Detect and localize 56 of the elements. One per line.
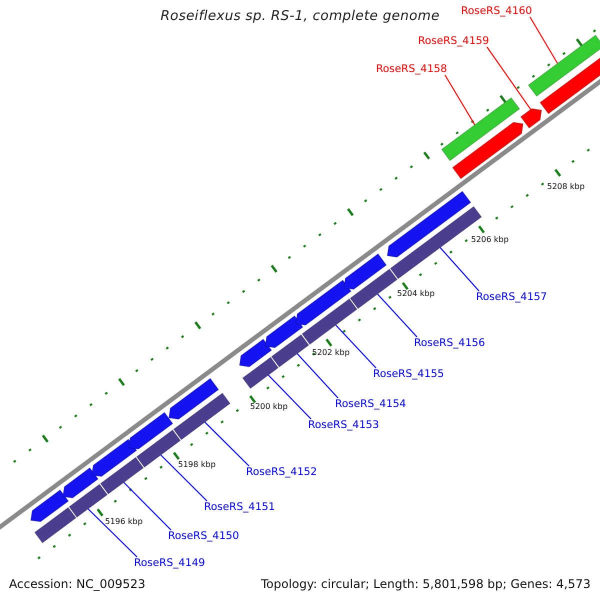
gene-block	[30, 489, 69, 522]
genome-info-text: Topology: circular; Length: 5,801,598 bp; Genes: 4,573	[261, 578, 591, 592]
gene-block	[62, 467, 99, 498]
gene-block	[128, 412, 174, 450]
leader-line	[296, 353, 338, 398]
gene-bar	[350, 268, 398, 310]
gene-label: RoseRS_4152	[246, 466, 318, 478]
accession-text: Accession: NC_009523	[9, 578, 146, 592]
gene-label: RoseRS_4151	[204, 501, 276, 514]
gene-bar	[68, 484, 108, 518]
scale-label: 5208 kbp	[547, 182, 585, 192]
gene-label: RoseRS_4160	[461, 5, 532, 18]
gene-label: RoseRS_4150	[168, 530, 240, 542]
leader-line	[444, 74, 476, 126]
gene-bar	[528, 34, 600, 97]
gene-label: RoseRS_4156	[414, 337, 486, 350]
gene-bar	[34, 507, 76, 544]
diagram-title: Roseiflexus sp. RS-1, complete genome	[160, 9, 440, 25]
leader-line	[530, 16, 558, 64]
leader-line	[268, 374, 312, 420]
gene-bar	[302, 298, 358, 345]
gene-label: RoseRS_4155	[373, 368, 444, 380]
leader-line	[160, 454, 208, 502]
leader-line	[204, 422, 250, 466]
leader-line	[123, 482, 172, 530]
gene-block	[452, 122, 524, 180]
leader-line	[440, 247, 480, 292]
leader-line	[335, 324, 376, 368]
gene-bar	[271, 334, 310, 368]
gene-block	[386, 190, 472, 258]
leader-line	[486, 46, 532, 110]
scale-label: 5206 kbp	[471, 235, 509, 244]
scale-label: 5200 kbp	[250, 402, 288, 412]
leader-line	[88, 508, 138, 558]
gene-label: RoseRS_4149	[134, 557, 206, 570]
gene-block	[520, 108, 542, 129]
gene-label: RoseRS_4153	[308, 419, 380, 432]
gene-bar	[441, 97, 520, 162]
leader-line	[377, 294, 418, 338]
gene-label: RoseRS_4158	[376, 63, 448, 76]
gene-label: RoseRS_4159	[418, 35, 490, 48]
gene-block	[264, 315, 304, 348]
gene-label: RoseRS_4157	[476, 291, 548, 304]
gene-block	[295, 280, 352, 326]
gene-bar	[173, 392, 231, 440]
scale-label: 5198 kbp	[178, 460, 216, 470]
scale-label: 5204 kbp	[397, 289, 435, 298]
gene-label: RoseRS_4154	[335, 398, 406, 410]
scale-label: 5202 kbp	[312, 348, 350, 358]
gene-bar	[242, 356, 279, 389]
scale-label: 5196 kbp	[105, 517, 143, 526]
gene-bar	[100, 456, 144, 494]
gene-block	[168, 378, 220, 420]
gene-block	[344, 253, 387, 290]
gene-block	[91, 438, 138, 477]
gene-block	[239, 338, 272, 368]
